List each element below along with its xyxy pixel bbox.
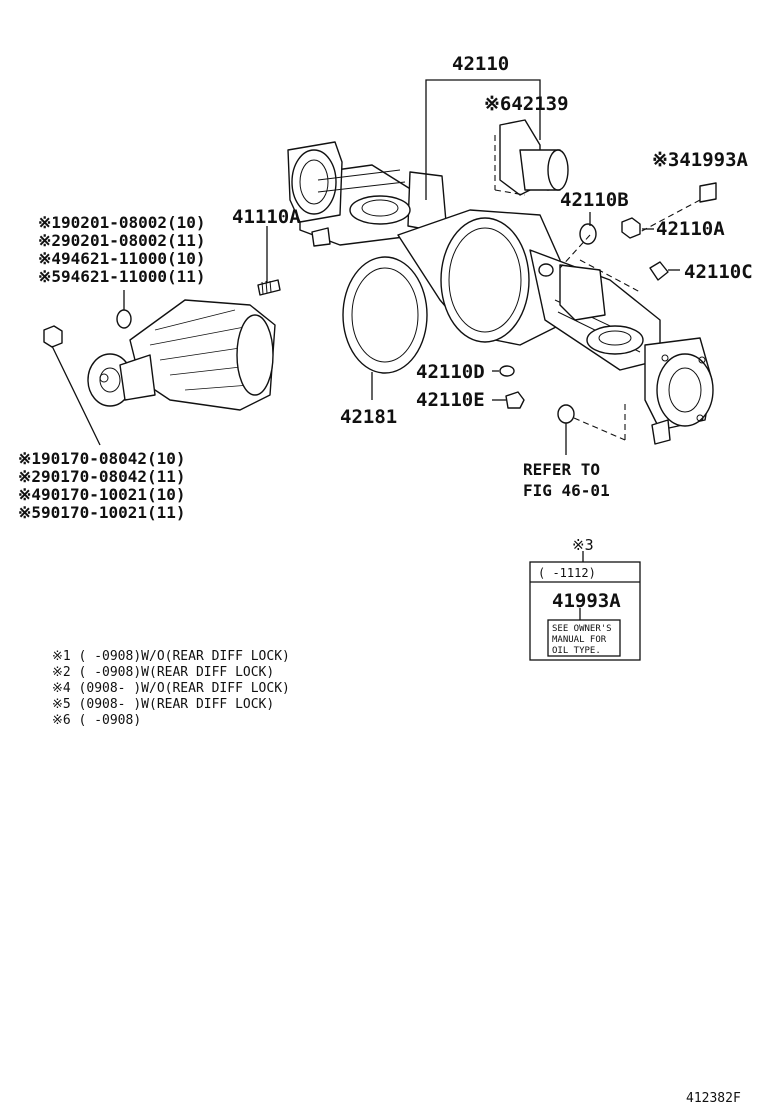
breather-cover <box>499 119 569 196</box>
callout-42110b: 42110B <box>560 189 629 211</box>
refer-line-1: REFER TO <box>523 460 600 479</box>
nut-list-item: ※590170-10021(11) <box>18 503 186 522</box>
footnote: ※2 ( -0908)W(REAR DIFF LOCK) <box>52 665 274 680</box>
nut-list-item: ※190170-08042(10) <box>18 449 186 468</box>
gasket-list-item: ※290201-08002(11) <box>38 231 206 250</box>
leader-lines <box>51 79 701 620</box>
callout-42110d: 42110D <box>416 361 485 383</box>
callouts: 42110 ※642139 ※341993A 42110B 42110A 421… <box>232 53 753 500</box>
diagram-code: 412382F <box>686 1091 741 1106</box>
nut-list-item: ※490170-10021(10) <box>18 485 186 504</box>
label-box-mark: ※3 <box>572 536 594 554</box>
differential-carrier <box>87 299 276 411</box>
carrier-gasket <box>342 256 428 374</box>
callout-42181: 42181 <box>340 406 397 428</box>
footnotes: ※1 ( -0908)W/O(REAR DIFF LOCK) ※2 ( -090… <box>52 649 290 728</box>
callout-42110e: 42110E <box>416 389 485 411</box>
callout-42110c: 42110C <box>684 261 753 283</box>
refer-line-2: FIG 46-01 <box>523 481 610 500</box>
gasket-list-item: ※494621-11000(10) <box>38 249 206 268</box>
label-box-date-range: ( -1112) <box>538 566 596 580</box>
gasket-list-item: ※594621-11000(11) <box>38 267 206 286</box>
oil-label-inset: ※3 ( -1112) 41993A SEE OWNER'S MANUAL FO… <box>529 536 641 661</box>
label-box-text-3: OIL TYPE. <box>552 646 601 656</box>
footnote: ※1 ( -0908)W/O(REAR DIFF LOCK) <box>52 649 290 664</box>
gasket-part-list: ※190201-08002(10) ※290201-08002(11) ※494… <box>38 213 206 286</box>
nut-list-item: ※290170-08042(11) <box>18 467 186 486</box>
footnote: ※6 ( -0908) <box>52 713 141 728</box>
callout-42110a: 42110A <box>656 218 725 240</box>
label-box-part-no: 41993A <box>552 590 621 612</box>
callout-41110a: 41110A <box>232 206 301 228</box>
label-box-text-1: SEE OWNER'S <box>552 624 612 634</box>
axle-housing <box>287 141 714 445</box>
small-parts <box>43 182 717 424</box>
footnote: ※4 (0908- )W/O(REAR DIFF LOCK) <box>52 681 290 696</box>
footnote: ※5 (0908- )W(REAR DIFF LOCK) <box>52 697 274 712</box>
callout-42110: 42110 <box>452 53 509 75</box>
nut-part-list: ※190170-08042(10) ※290170-08042(11) ※490… <box>18 449 186 522</box>
gasket-list-item: ※190201-08002(10) <box>38 213 206 232</box>
callout-42139: ※642139 <box>484 93 569 115</box>
label-box-text-2: MANUAL FOR <box>552 635 607 645</box>
callout-41993a-top: ※341993A <box>652 149 749 171</box>
